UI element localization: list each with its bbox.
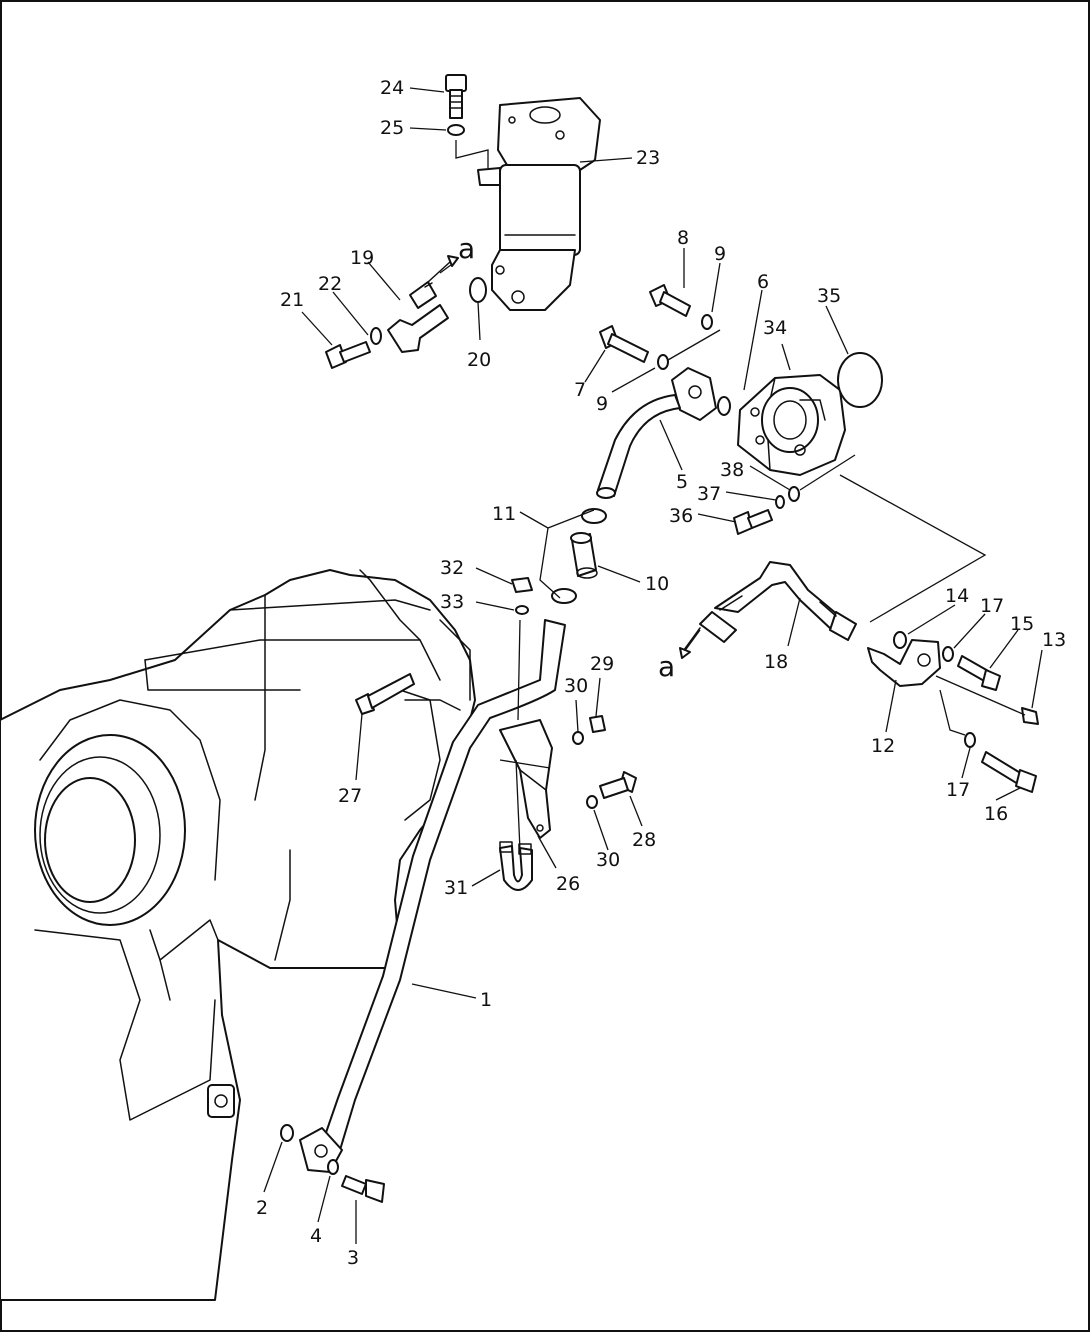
callout-36: 36 — [669, 505, 693, 527]
callout-35: 35 — [817, 285, 841, 307]
bolt-7 — [599, 325, 649, 363]
bolt-3 — [341, 1175, 385, 1203]
elbow-19 — [387, 281, 449, 353]
washer-30-lower — [586, 795, 598, 809]
washer-9-upper — [701, 314, 713, 330]
callout-33: 33 — [440, 591, 464, 613]
hose-10 — [570, 532, 598, 579]
callout-7: 7 — [574, 379, 586, 401]
callout-5: 5 — [676, 471, 688, 493]
callout-27: 27 — [338, 785, 362, 807]
reference-mark-a-bottom: a — [658, 650, 675, 683]
o-ring-35 — [837, 352, 883, 408]
callout-13: 13 — [1042, 629, 1066, 651]
assembly-line-16 — [939, 689, 966, 736]
callout-30-lower: 30 — [596, 849, 620, 871]
washer-33 — [515, 605, 529, 615]
callout-10: 10 — [645, 573, 669, 595]
washer-30-upper — [572, 731, 584, 745]
oil-filter — [477, 97, 601, 311]
callout-26: 26 — [556, 873, 580, 895]
callout-29: 29 — [590, 653, 614, 675]
callout-18: 18 — [764, 651, 788, 673]
callout-2: 2 — [256, 1197, 268, 1219]
nut-29 — [589, 715, 606, 733]
bolt-36 — [733, 509, 773, 535]
washer-9-lower — [657, 354, 669, 370]
callout-9-lower: 9 — [596, 393, 608, 415]
callout-21: 21 — [280, 289, 304, 311]
callout-22: 22 — [318, 273, 342, 295]
callout-28: 28 — [632, 829, 656, 851]
washer-17-upper — [942, 646, 954, 662]
bolt-21 — [325, 341, 371, 369]
o-ring-38 — [788, 486, 800, 502]
pump-34 — [737, 374, 846, 476]
elbow-12 — [867, 639, 941, 687]
o-ring-14 — [893, 631, 907, 649]
callout-12: 12 — [871, 735, 895, 757]
u-bolt-31 — [499, 841, 533, 891]
callout-4: 4 — [310, 1225, 322, 1247]
washer-25 — [447, 124, 465, 136]
callout-labels: 24 25 23 19 22 21 20 8 9 6 35 34 7 9 5 3… — [256, 77, 1066, 1269]
callout-37: 37 — [697, 483, 721, 505]
assembly-line-32 — [517, 619, 521, 721]
callout-17-lower: 17 — [946, 779, 970, 801]
callout-34: 34 — [763, 317, 787, 339]
bolt-16 — [981, 751, 1037, 793]
assembly-line-25 — [455, 140, 489, 168]
bolt-27 — [355, 673, 415, 715]
bolt-28 — [599, 771, 637, 799]
callout-11: 11 — [492, 503, 516, 525]
washer-22 — [370, 327, 382, 345]
callout-19: 19 — [350, 247, 374, 269]
o-ring-20 — [469, 277, 487, 303]
callout-16: 16 — [984, 803, 1008, 825]
bolt-24 — [445, 74, 467, 119]
callout-14: 14 — [945, 585, 969, 607]
o-ring-6 — [717, 396, 731, 416]
bolt-15 — [957, 655, 1001, 691]
callout-31: 31 — [444, 877, 468, 899]
o-ring-2 — [280, 1124, 294, 1142]
callout-38: 38 — [720, 459, 744, 481]
assembly-line-pump-elbow — [839, 474, 987, 623]
washer-4 — [327, 1159, 339, 1175]
washer-37 — [775, 495, 785, 509]
callout-32: 32 — [440, 557, 464, 579]
assembly-line-38 — [799, 454, 856, 491]
assembly-line-31 — [515, 759, 521, 851]
assembly-line-13 — [935, 675, 1026, 716]
reference-arrow-a-bottom — [679, 627, 701, 659]
tube-5 — [596, 367, 717, 499]
callout-1: 1 — [480, 989, 492, 1011]
callout-6: 6 — [757, 271, 769, 293]
callout-17-upper: 17 — [980, 595, 1004, 617]
reference-arrow-a-top — [427, 255, 459, 283]
callout-20: 20 — [467, 349, 491, 371]
hose-18 — [699, 561, 857, 643]
callout-25: 25 — [380, 117, 404, 139]
callout-30-upper: 30 — [564, 675, 588, 697]
plug-13 — [1021, 707, 1039, 725]
bolt-8 — [649, 284, 691, 317]
callout-23: 23 — [636, 147, 660, 169]
callout-8: 8 — [677, 227, 689, 249]
nut-32 — [511, 577, 533, 593]
leader-lines — [263, 87, 1043, 1244]
callout-3: 3 — [347, 1247, 359, 1269]
clamp-11-upper — [581, 508, 607, 524]
transmission-housing — [0, 569, 476, 1301]
washer-17-lower — [964, 732, 976, 748]
assembly-line-9 — [667, 329, 721, 361]
callout-9-upper: 9 — [714, 243, 726, 265]
clamp-11-lower — [551, 588, 577, 604]
reference-mark-a-top: a — [458, 232, 475, 265]
callout-24: 24 — [380, 77, 404, 99]
callout-15: 15 — [1010, 613, 1034, 635]
bracket-26 — [499, 719, 553, 839]
